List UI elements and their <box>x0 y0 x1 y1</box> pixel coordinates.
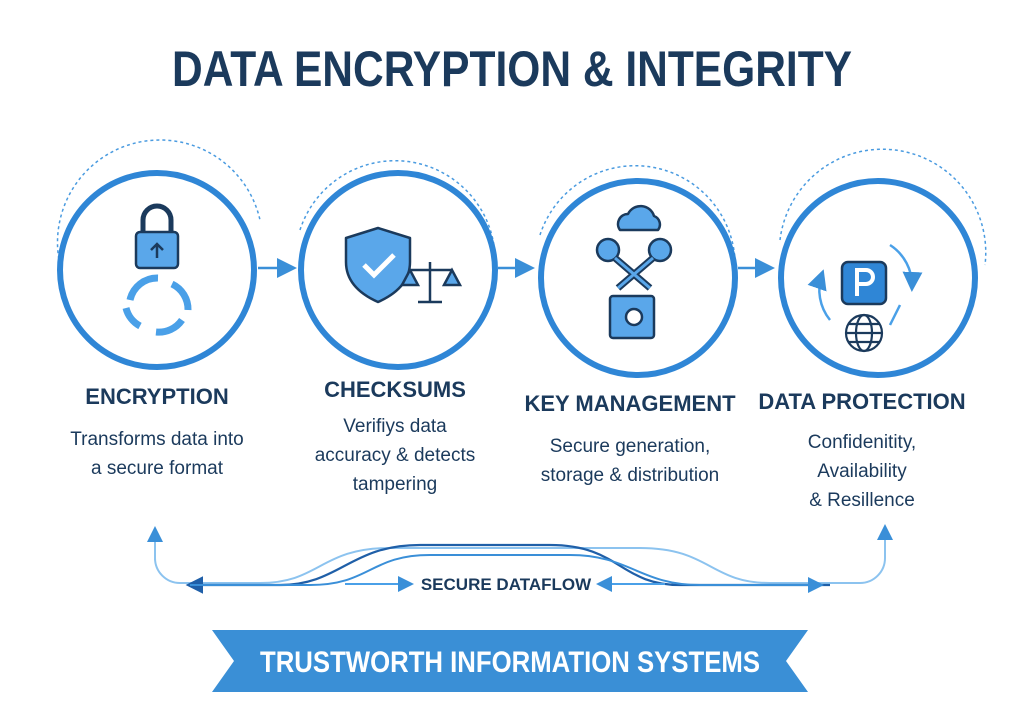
step-heading-data-protection: DATA PROTECTION <box>758 389 965 414</box>
globe-icon <box>844 313 884 353</box>
step-desc-line: Secure generation, <box>550 436 711 457</box>
banner-ribbon: TRUSTWORTH INFORMATION SYSTEMS <box>212 630 808 692</box>
keys-icon <box>595 237 673 291</box>
cycle-arrows-icon <box>122 274 192 336</box>
dashed-arc <box>779 148 987 266</box>
secure-dataflow-label: SECURE DATAFLOW <box>421 575 592 594</box>
step-desc-line: a secure format <box>91 458 224 479</box>
flow-label-bg <box>420 570 592 596</box>
lock-icon <box>134 203 180 270</box>
page-title: DATA ENCRYPTION & INTEGRITY <box>172 41 852 97</box>
shield-check-icon <box>344 226 412 304</box>
step-heading-encryption: ENCRYPTION <box>85 384 228 409</box>
safe-icon <box>608 294 656 340</box>
banner-text: TRUSTWORTH INFORMATION SYSTEMS <box>260 646 760 679</box>
dashed-arc <box>539 165 736 261</box>
step-heading-key-management: KEY MANAGEMENT <box>524 391 736 416</box>
step-desc-line: tampering <box>353 474 438 495</box>
step-desc-line: Verifiys data <box>343 416 447 437</box>
step-desc-line: Transforms data into <box>70 429 244 450</box>
scales-icon <box>399 262 463 304</box>
step-desc-line: Confidenitity, <box>808 432 916 453</box>
step-desc-line: storage & distribution <box>541 465 720 486</box>
dashed-arc <box>56 139 261 266</box>
step-desc-line: accuracy & detects <box>315 445 476 466</box>
secure-dataflow-lines <box>147 524 893 594</box>
step-desc-line: Availability <box>817 461 907 482</box>
step-circle-encryption <box>57 170 257 370</box>
step-desc-line: & Resillence <box>809 490 915 511</box>
dashed-arc <box>299 160 496 256</box>
parking-icon <box>840 260 888 306</box>
step-heading-checksums: CHECKSUMS <box>324 377 466 402</box>
cycle-arrows-icon <box>807 243 923 326</box>
cloud-icon <box>616 204 662 232</box>
